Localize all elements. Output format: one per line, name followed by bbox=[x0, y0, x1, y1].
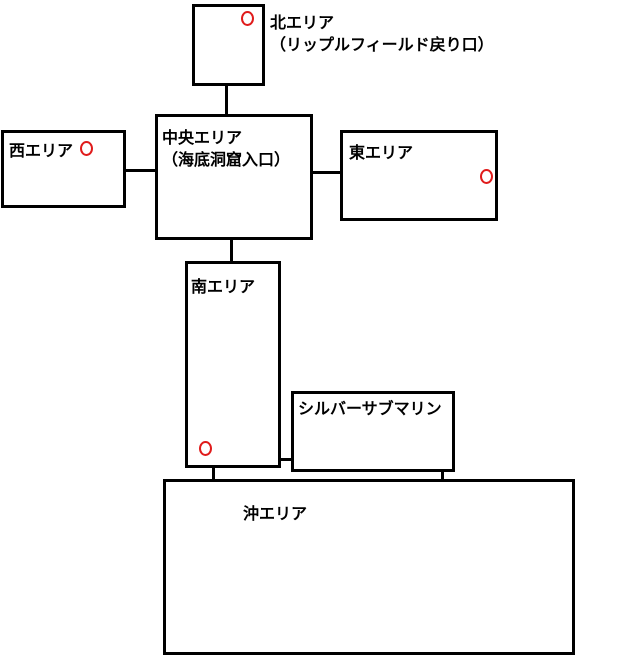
south-area-name: 南エリア bbox=[191, 277, 256, 296]
east-area-box bbox=[340, 130, 498, 221]
north-area-label: 北エリア （リップルフィールド戻り口） bbox=[270, 12, 494, 55]
submarine-box bbox=[291, 391, 455, 472]
south-circle-marker-icon bbox=[199, 441, 212, 456]
west-area-box bbox=[1, 130, 126, 208]
center-area-name: 中央エリア bbox=[162, 128, 243, 147]
east-area-name: 東エリア bbox=[349, 143, 414, 162]
west-area-name: 西エリア bbox=[9, 141, 74, 160]
offshore-area-name: 沖エリア bbox=[243, 504, 308, 523]
center-area-note: （海底洞窟入口） bbox=[162, 149, 291, 169]
center-area-box bbox=[155, 114, 313, 240]
south-submarine-connector bbox=[279, 458, 293, 461]
center-south-connector bbox=[230, 238, 233, 263]
north-circle-marker-icon bbox=[241, 11, 254, 26]
submarine-name: シルバーサブマリン bbox=[298, 399, 442, 418]
north-area-name: 北エリア bbox=[270, 13, 335, 32]
west-circle-marker-icon bbox=[80, 141, 93, 156]
center-area-label: 中央エリア （海底洞窟入口） bbox=[162, 127, 290, 170]
west-center-connector bbox=[124, 169, 157, 172]
north-area-note: （リップルフィールド戻り口） bbox=[270, 34, 494, 54]
north-center-connector bbox=[225, 86, 228, 116]
south-area-box bbox=[185, 261, 281, 468]
south-offshore-connector bbox=[212, 466, 215, 481]
center-east-connector bbox=[311, 171, 343, 174]
offshore-area-box bbox=[163, 479, 575, 655]
north-area-box bbox=[192, 4, 265, 86]
submarine-offshore-connector bbox=[441, 470, 444, 481]
east-circle-marker-icon bbox=[480, 169, 493, 184]
